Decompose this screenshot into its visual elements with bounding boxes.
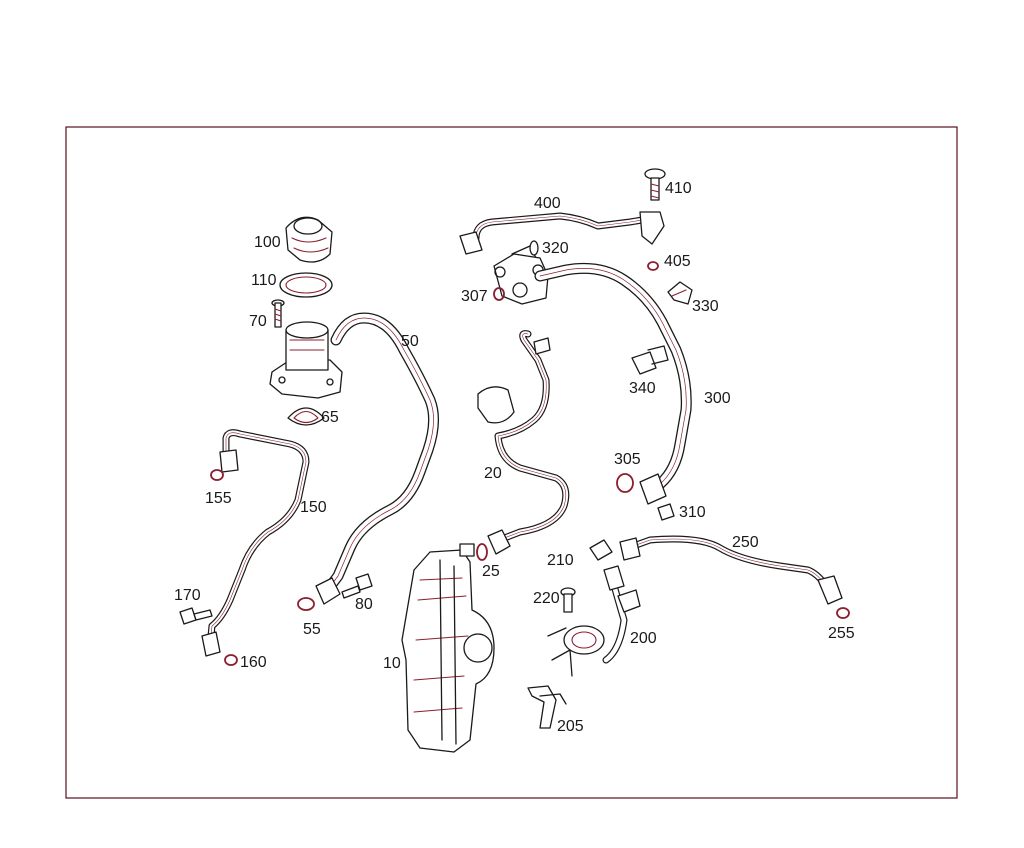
diagram-frame (65, 126, 958, 799)
part-flange-300 (493, 253, 549, 305)
part-307-oring (493, 287, 505, 301)
label-10: 10 (383, 655, 401, 672)
pipe-150 (201, 429, 310, 657)
part-305-oring (616, 473, 634, 493)
part-340-clip (631, 345, 669, 375)
part-170-bolt (179, 607, 213, 625)
label-300: 300 (704, 390, 731, 407)
label-50: 50 (401, 333, 419, 350)
label-100: 100 (254, 234, 281, 251)
label-250: 250 (732, 534, 759, 551)
label-305: 305 (614, 451, 641, 468)
label-405: 405 (664, 253, 691, 270)
label-340: 340 (629, 380, 656, 397)
label-70: 70 (249, 313, 267, 330)
part-110-seal (279, 272, 333, 298)
label-80: 80 (355, 596, 373, 613)
part-210-connector (589, 539, 613, 561)
part-25-oring (476, 543, 488, 561)
part-70-bolt (271, 299, 285, 328)
part-220-bolt (560, 587, 576, 613)
label-200: 200 (630, 630, 657, 647)
pipe-20 (477, 330, 570, 555)
pipe-250 (619, 535, 843, 605)
label-155: 155 (205, 490, 232, 507)
part-160-oring (224, 654, 238, 666)
label-110: 110 (251, 272, 277, 289)
label-170: 170 (174, 587, 201, 604)
part-330-clip (667, 281, 693, 305)
label-160: 160 (240, 654, 267, 671)
part-155-oring (210, 469, 224, 481)
part-80-bolt (341, 573, 373, 599)
label-310: 310 (679, 504, 706, 521)
part-200-pump (547, 565, 641, 677)
hose-300 (534, 262, 692, 505)
pipe-400 (459, 211, 665, 255)
label-410: 410 (665, 180, 692, 197)
label-210: 210 (547, 552, 574, 569)
label-307: 307 (461, 288, 488, 305)
label-330: 330 (692, 298, 719, 315)
hose-50 (315, 312, 439, 605)
part-100-cap (285, 216, 333, 263)
part-405-oring (647, 261, 659, 271)
label-25: 25 (482, 563, 500, 580)
label-220: 220 (533, 590, 560, 607)
part-10-module (401, 543, 495, 753)
label-20: 20 (484, 465, 502, 482)
label-55: 55 (303, 621, 321, 638)
part-310-bolt (657, 503, 675, 521)
label-205: 205 (557, 718, 584, 735)
label-320: 320 (542, 240, 569, 257)
part-255-oring (836, 607, 850, 619)
label-150: 150 (300, 499, 327, 516)
label-255: 255 (828, 625, 855, 642)
part-205-bracket (527, 685, 567, 729)
part-filler-housing (269, 321, 343, 399)
label-65: 65 (321, 409, 339, 426)
part-55-oring (297, 597, 315, 611)
label-400: 400 (534, 195, 561, 212)
part-65-gasket (287, 407, 325, 426)
part-410-bolt (644, 168, 666, 201)
